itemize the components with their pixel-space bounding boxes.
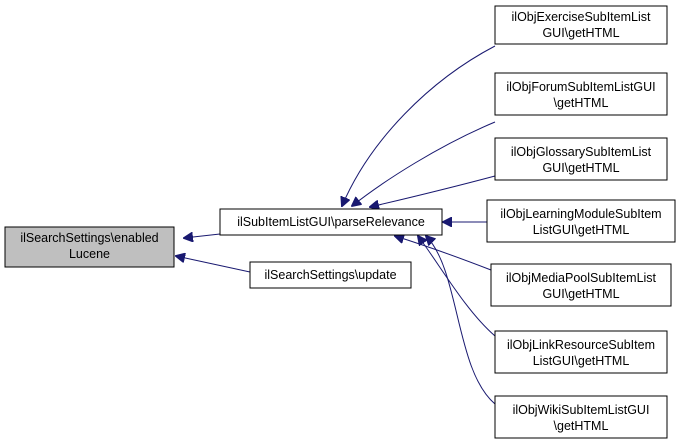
node-label-line: ilSearchSettings\enabled (20, 231, 158, 245)
edge-glossary-to-parse (370, 175, 496, 207)
edge-link-to-parse (418, 236, 496, 337)
node-label-line: ilSubItemListGUI\parseRelevance (237, 215, 425, 229)
node-learning-module-subitem-gethtml[interactable]: ilObjLearningModuleSubItem ListGUI\getHT… (486, 199, 676, 243)
node-label-line: ilObjLinkResourceSubItem (507, 338, 655, 352)
node-wiki-subitem-gethtml[interactable]: ilObjWikiSubItemListGUI \getHTML (494, 395, 668, 439)
edge-update-to-root (176, 256, 251, 273)
node-label-line: GUI\getHTML (542, 287, 619, 301)
edge-forum-to-parse (352, 121, 496, 206)
node-forum-subitem-gethtml[interactable]: ilObjForumSubItemListGUI \getHTML (494, 72, 668, 116)
node-subitem-list-parse-relevance[interactable]: ilSubItemListGUI\parseRelevance (219, 208, 443, 236)
node-label-line: GUI\getHTML (542, 161, 619, 175)
node-label-line: ilObjGlossarySubItemList (511, 145, 652, 159)
node-label-line: \getHTML (554, 419, 609, 433)
edge-wiki-to-parse (426, 236, 496, 405)
node-label-line: ilObjLearningModuleSubItem (500, 207, 661, 221)
edge-exercise-to-parse (342, 45, 496, 206)
node-link-resource-subitem-gethtml[interactable]: ilObjLinkResourceSubItem ListGUI\getHTML (494, 330, 668, 374)
node-label-line: \getHTML (554, 96, 609, 110)
node-exercise-subitem-gethtml[interactable]: ilObjExerciseSubItemList GUI\getHTML (494, 5, 668, 45)
edge-parse-to-root (184, 234, 221, 238)
node-label-line: ListGUI\getHTML (533, 354, 630, 368)
node-label-line: ilObjExerciseSubItemList (512, 10, 651, 24)
node-glossary-subitem-gethtml[interactable]: ilObjGlossarySubItemList GUI\getHTML (494, 137, 668, 181)
edge-mediapool-to-parse (395, 236, 492, 271)
node-search-settings-enabled-lucene[interactable]: ilSearchSettings\enabled Lucene (4, 226, 175, 268)
node-label-line: ilObjWikiSubItemListGUI (513, 403, 650, 417)
node-search-settings-update[interactable]: ilSearchSettings\update (249, 261, 412, 289)
node-media-pool-subitem-gethtml[interactable]: ilObjMediaPoolSubItemList GUI\getHTML (490, 263, 672, 307)
node-label-line: Lucene (69, 247, 110, 261)
node-label-line: ListGUI\getHTML (533, 223, 630, 237)
node-label-line: ilObjForumSubItemListGUI (506, 80, 655, 94)
node-label-line: ilSearchSettings\update (264, 268, 396, 282)
node-label-line: GUI\getHTML (542, 26, 619, 40)
node-label-line: ilObjMediaPoolSubItemList (506, 271, 657, 285)
